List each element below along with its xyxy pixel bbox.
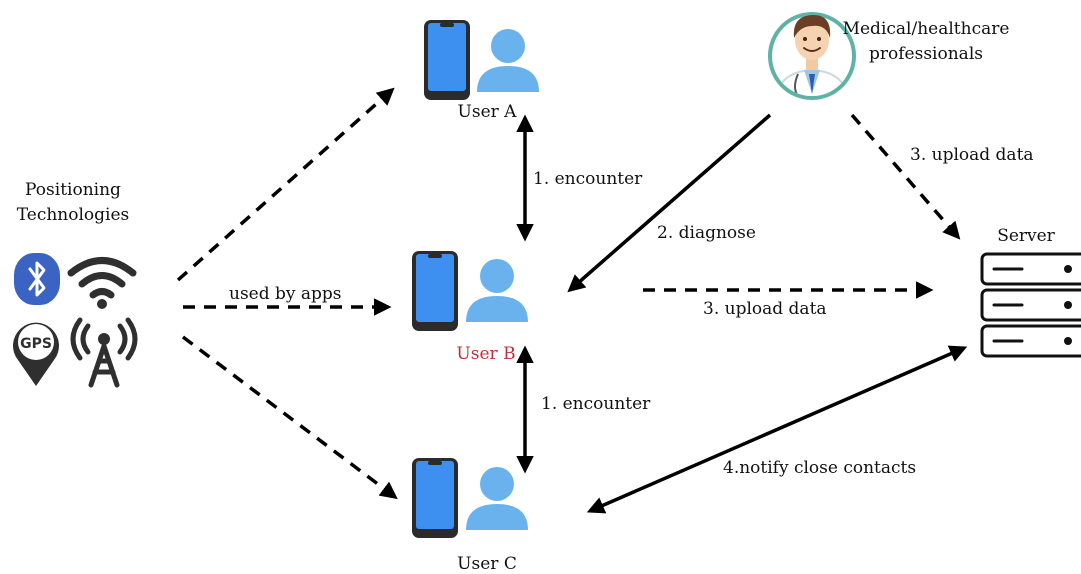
user-a-label: User A bbox=[457, 102, 517, 122]
positioning-title-line2: Technologies bbox=[16, 205, 130, 225]
edge-label-upload-b: 3. upload data bbox=[703, 299, 827, 319]
edge-label-encounter-bc: 1. encounter bbox=[541, 394, 651, 414]
user-b-label: User B bbox=[456, 344, 516, 364]
positioning-title-line1: Positioning bbox=[25, 180, 121, 200]
bluetooth-icon bbox=[14, 253, 60, 305]
professional-label-line1: Medical/healthcare bbox=[842, 19, 1010, 39]
arrow-diagnose bbox=[567, 113, 772, 293]
edge-label-used-by-apps: used by apps bbox=[229, 284, 342, 304]
professional-label: Medical/healthcare professionals bbox=[843, 17, 1010, 67]
radio-tower-icon bbox=[70, 317, 138, 388]
user-c-label: User C bbox=[457, 554, 517, 574]
arrow-positioning-to-user-c bbox=[181, 335, 398, 500]
user-a-phone-icon bbox=[424, 20, 470, 100]
user-c-phone-icon bbox=[412, 458, 458, 538]
edge-label-upload-med: 3. upload data bbox=[910, 145, 1034, 165]
edge-label-encounter-ab: 1. encounter bbox=[533, 169, 643, 189]
doctor-avatar-icon bbox=[768, 12, 856, 100]
wifi-icon bbox=[67, 257, 137, 309]
professional-label-line2: professionals bbox=[869, 44, 983, 64]
edge-label-diagnose: 2. diagnose bbox=[657, 223, 756, 243]
gps-pin-icon: GPS bbox=[12, 322, 59, 386]
server-icon bbox=[980, 252, 1081, 358]
positioning-title: Positioning Technologies bbox=[17, 178, 130, 228]
arrow-notify-server-user-c bbox=[586, 345, 968, 514]
user-a-person-icon bbox=[477, 29, 539, 92]
edge-label-notify: 4.notify close contacts bbox=[723, 458, 917, 478]
arrow-positioning-to-user-a bbox=[176, 87, 395, 282]
gps-text: GPS bbox=[20, 336, 52, 352]
user-b-phone-icon bbox=[412, 251, 458, 331]
user-c-person-icon bbox=[466, 467, 528, 530]
user-b-person-icon bbox=[466, 259, 528, 322]
server-label: Server bbox=[997, 226, 1055, 246]
arrow-upload-med-to-server bbox=[850, 113, 961, 240]
